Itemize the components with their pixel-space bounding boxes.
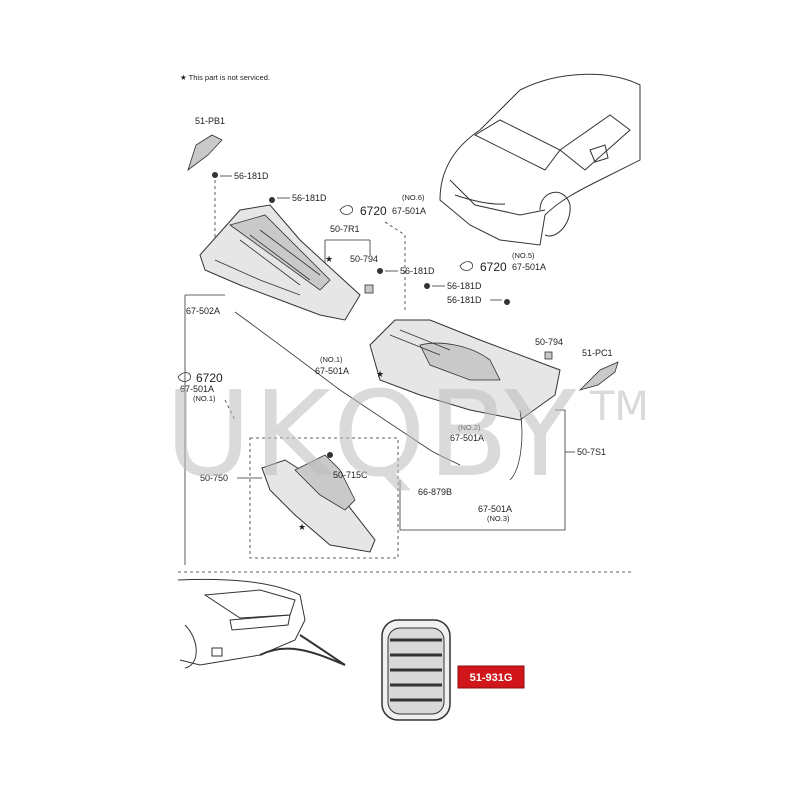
label-no1: (NO.1) xyxy=(320,355,343,364)
clip-icon xyxy=(269,197,275,203)
part-number-badge: 51-931G xyxy=(457,665,525,689)
car-rear-illustration xyxy=(177,578,306,669)
part-51-PB1 xyxy=(187,134,223,172)
car-front-illustration xyxy=(439,73,641,246)
label-56-181D-d: 56-181D xyxy=(447,281,482,291)
watermark-tm: TM xyxy=(589,384,649,430)
label-56-181D-c: 56-181D xyxy=(400,266,435,276)
part-51-PC1 xyxy=(578,361,619,391)
part-number-badge-text: 51-931G xyxy=(470,672,513,684)
label-no1b: (NO.1) xyxy=(193,394,216,403)
not-serviced-note: ★ This part is not serviced. xyxy=(180,73,270,82)
clip-icon xyxy=(212,172,218,178)
label-no6: (NO.6) xyxy=(402,193,425,202)
part-50-7S1-cowl-right xyxy=(369,319,561,421)
label-67-501A-b: 67-501A xyxy=(512,262,546,272)
svg-text:★: ★ xyxy=(325,254,333,264)
hose-clip-icon xyxy=(339,205,353,215)
label-51-PB1: 51-PB1 xyxy=(195,116,225,126)
svg-text:★: ★ xyxy=(298,522,306,532)
label-50-7S1: 50-7S1 xyxy=(577,447,606,457)
label-no3: (NO.3) xyxy=(487,514,510,523)
label-50-7R1: 50-7R1 xyxy=(330,224,360,234)
label-6720-c: 6720 xyxy=(196,371,223,385)
label-67-501A-f: 67-501A xyxy=(478,504,512,514)
label-50-715C: 50-715C xyxy=(333,470,368,480)
label-no2: (NO.2) xyxy=(458,423,481,432)
svg-text:★: ★ xyxy=(376,369,384,379)
label-67-502A: 67-502A xyxy=(186,306,220,316)
label-67-501A-c: 67-501A xyxy=(315,366,349,376)
label-6720-b: 6720 xyxy=(480,260,507,274)
label-66-879B: 66-879B xyxy=(418,487,452,497)
label-56-181D-e: 56-181D xyxy=(447,295,482,305)
label-67-501A-e: 67-501A xyxy=(450,433,484,443)
label-50-750: 50-750 xyxy=(200,473,228,483)
label-6720-a: 6720 xyxy=(360,204,387,218)
part-50-750-cover xyxy=(261,452,376,553)
label-67-501A-a: 67-501A xyxy=(392,206,426,216)
label-56-181D-b: 56-181D xyxy=(292,193,327,203)
part-51-931G-grille xyxy=(381,619,451,721)
label-50-794-b: 50-794 xyxy=(535,337,563,347)
label-no5: (NO.5) xyxy=(512,251,535,260)
label-67-501A-d: 67-501A xyxy=(180,384,214,394)
label-51-PC1: 51-PC1 xyxy=(582,348,613,358)
part-50-7R1-cowl-left xyxy=(199,204,374,321)
label-56-181D-a: 56-181D xyxy=(234,171,269,181)
watermark: UKQBY xyxy=(165,365,578,503)
label-50-794-a: 50-794 xyxy=(350,254,378,264)
